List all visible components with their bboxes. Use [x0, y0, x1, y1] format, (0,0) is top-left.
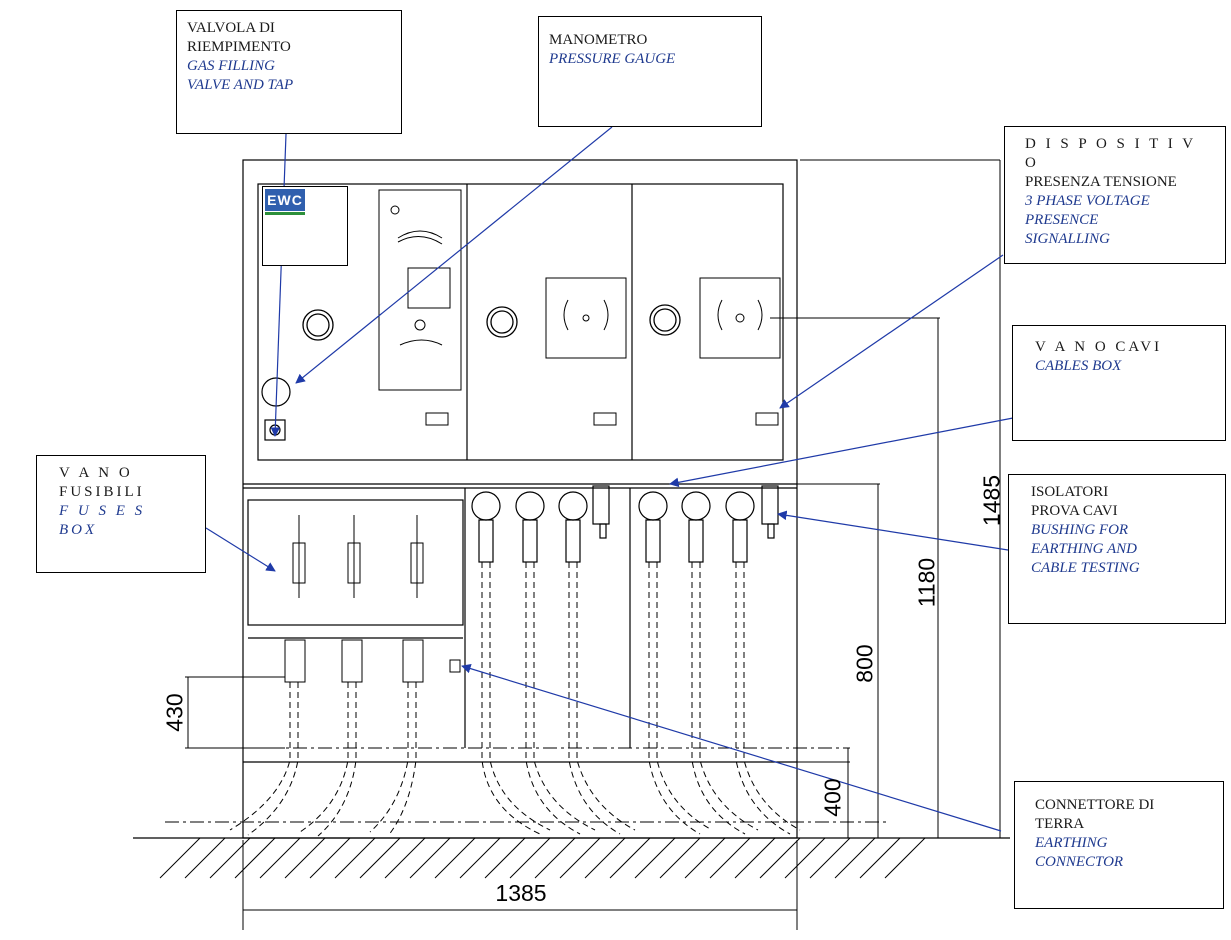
callout-cables-box: V A N O CAVI CABLES BOX [1012, 325, 1226, 441]
cable-heads [471, 485, 779, 563]
centerline [165, 747, 890, 823]
fuse-terminations [284, 639, 461, 683]
callout-earthing-it: CONNETTORE DI TERRA [1035, 797, 1155, 832]
manufacturer-nameplate: EWC [262, 186, 348, 266]
callout-voltage-device: D I S P O S I T I V O PRESENZA TENSIONE … [1004, 126, 1226, 264]
callout-fuses-box-en: F U S E S BOX [59, 503, 146, 538]
viewing-windows [302, 304, 681, 341]
dim-cable-height: 800 [851, 644, 878, 683]
dim-total-width: 1385 [495, 880, 547, 906]
callout-cables-box-it: V A N O CAVI [1035, 339, 1163, 355]
callout-bushing-en: BUSHING FOR EARTHING AND CABLE TESTING [1031, 522, 1140, 576]
leader-lines [205, 126, 1014, 832]
callout-voltage-device-it: PRESENZA TENSIONE [1025, 174, 1177, 190]
dim-total-height: 1485 [978, 474, 1005, 527]
middle-panel-mimic [545, 277, 627, 426]
callout-filling-valve-it: VALVOLA DI RIEMPIMENTO [187, 20, 291, 55]
cabinet [242, 159, 798, 839]
ewc-logo: EWC [265, 189, 305, 211]
callout-filling-valve-en: GAS FILLING VALVE AND TAP [187, 58, 294, 93]
callout-earthing-en: EARTHING CONNECTOR [1035, 835, 1124, 870]
callout-voltage-device-it-spaced: D I S P O S I T I V O [1025, 136, 1196, 171]
dim-fuse-height: 430 [161, 693, 188, 732]
callout-fuses-box-it: V A N O FUSIBILI [59, 465, 145, 500]
callout-fuses-box: V A N O FUSIBILI F U S E S BOX [36, 455, 206, 573]
callout-cables-box-en: CABLES BOX [1035, 358, 1122, 374]
dim-compartment-height: 1180 [913, 557, 940, 608]
callout-bushing: ISOLATORI PROVA CAVI BUSHING FOR EARTHIN… [1008, 474, 1226, 624]
logo-stripe [265, 212, 305, 215]
callout-earthing: CONNETTORE DI TERRA EARTHING CONNECTOR [1014, 781, 1224, 909]
left-panel-mimic [378, 189, 462, 426]
right-panel-mimic [699, 277, 781, 426]
cables [229, 562, 801, 837]
fuses [292, 515, 424, 598]
callout-voltage-device-en: 3 PHASE VOLTAGE PRESENCE SIGNALLING [1025, 193, 1150, 247]
callout-filling-valve: VALVOLA DI RIEMPIMENTO GAS FILLING VALVE… [176, 10, 402, 134]
callout-pressure-gauge-en: PRESSURE GAUGE [549, 51, 676, 67]
ground-hatch [159, 837, 926, 879]
callout-pressure-gauge: MANOMETRO PRESSURE GAUGE [538, 16, 762, 127]
dim-base-height: 400 [819, 778, 846, 817]
dimension-lines [185, 159, 1001, 930]
callout-pressure-gauge-it: MANOMETRO [549, 32, 648, 48]
callout-bushing-it: ISOLATORI PROVA CAVI [1031, 484, 1118, 519]
